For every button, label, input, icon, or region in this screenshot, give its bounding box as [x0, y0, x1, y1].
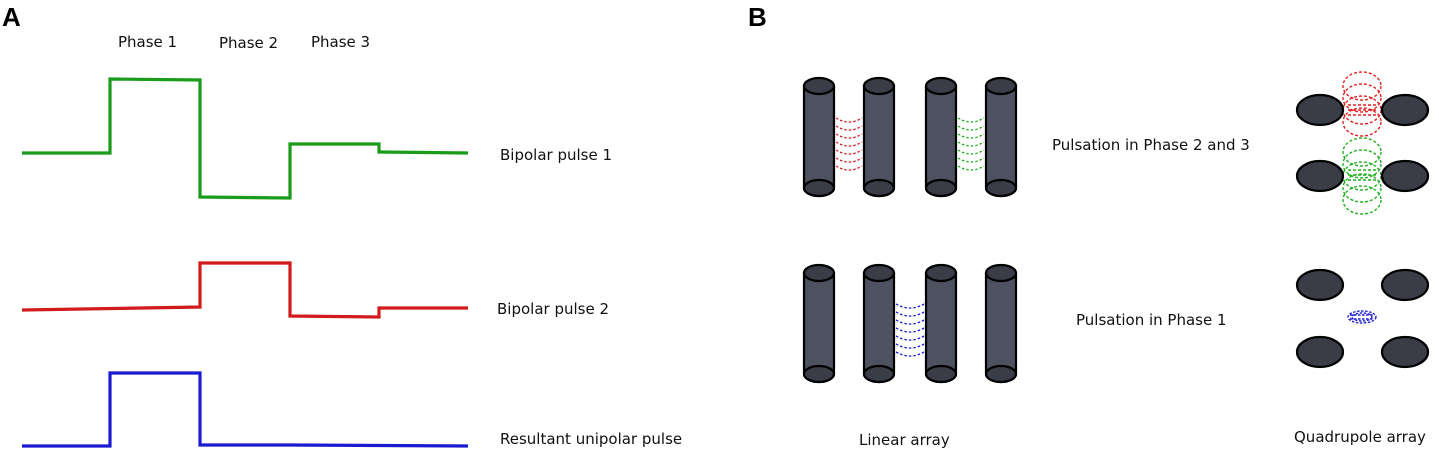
blue-field-circles	[1347, 310, 1377, 324]
electrode-ellipse	[1295, 93, 1345, 127]
resultant-unipolar-pulse-label: Resultant unipolar pulse	[500, 430, 682, 448]
panel-b-letter: B	[748, 2, 767, 32]
electrode-ellipse	[1380, 335, 1430, 369]
red-field-lines	[835, 117, 863, 171]
green-field-circles	[1342, 137, 1382, 215]
electrode-ellipse	[1380, 159, 1430, 193]
bipolar-pulse-2-label: Bipolar pulse 2	[497, 300, 609, 318]
linear-array-bottom	[802, 263, 1018, 384]
electrode-cylinder	[862, 263, 896, 384]
quadrupole-array-top	[1295, 71, 1430, 215]
electrode-ellipse	[1295, 335, 1345, 369]
electrode-cylinder	[984, 263, 1018, 384]
phase-2-label: Phase 2	[219, 34, 278, 52]
linear-array-label: Linear array	[859, 431, 950, 449]
electrode-cylinder	[924, 263, 958, 384]
green-field-lines	[957, 117, 985, 171]
phase-3-label: Phase 3	[311, 33, 370, 51]
row-1-label: Pulsation in Phase 2 and 3	[1052, 136, 1250, 154]
bipolar-pulse-1-label: Bipolar pulse 1	[500, 146, 612, 164]
resultant-unipolar-pulse-waveform	[22, 371, 469, 448]
electrode-ellipse	[1295, 159, 1345, 193]
electrode-cylinder	[984, 76, 1018, 198]
electrode-cylinder	[924, 76, 958, 198]
blue-field-lines	[1350, 314, 1374, 320]
electrode-ellipse	[1380, 93, 1430, 127]
phase-1-label: Phase 1	[118, 33, 177, 51]
electrode-cylinder	[802, 76, 836, 198]
electrode-ellipse	[1295, 268, 1345, 302]
electrode-cylinder	[862, 76, 896, 198]
bipolar-pulse-2-waveform	[21, 261, 468, 319]
linear-array-top	[802, 76, 1018, 198]
electrode-cylinder	[802, 263, 836, 384]
red-field-circles	[1342, 71, 1382, 137]
row-2-label: Pulsation in Phase 1	[1076, 311, 1227, 329]
electrode-ellipse	[1380, 268, 1430, 302]
bipolar-pulse-1-waveform	[22, 77, 469, 200]
panel-a-letter: A	[2, 2, 21, 32]
quadrupole-array-label: Quadrupole array	[1294, 428, 1426, 446]
quadrupole-array-bottom	[1295, 268, 1430, 369]
blue-field-lines	[895, 303, 925, 357]
